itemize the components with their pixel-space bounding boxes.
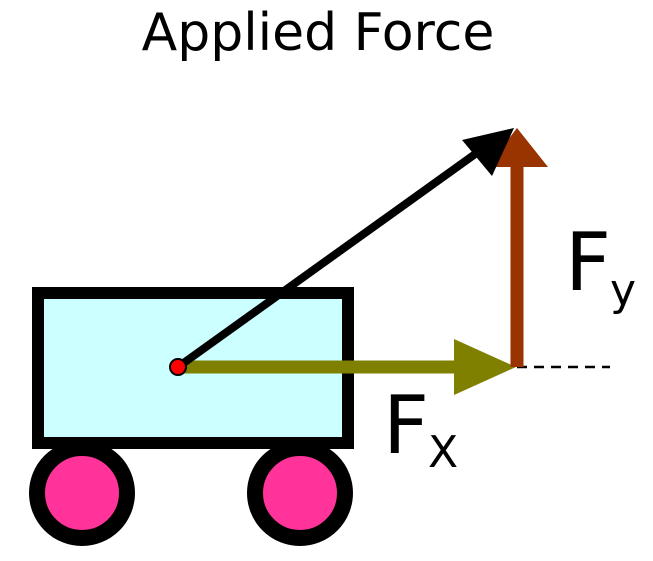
cart-wheel-left	[29, 440, 135, 546]
svg-text:X: X	[428, 427, 458, 478]
applied-force-arrow	[175, 128, 514, 371]
cart-wheel-right	[247, 440, 353, 546]
svg-text:y: y	[610, 265, 636, 316]
fx-label: F X	[383, 379, 458, 478]
fy-component-arrow	[487, 128, 548, 367]
diagram-title: Applied Force	[142, 3, 495, 63]
svg-text:F: F	[565, 216, 611, 309]
svg-text:F: F	[383, 379, 429, 472]
fy-label: F y	[565, 216, 636, 316]
force-origin-point	[169, 358, 187, 376]
cart	[29, 287, 354, 546]
fx-component-arrow	[178, 339, 516, 395]
